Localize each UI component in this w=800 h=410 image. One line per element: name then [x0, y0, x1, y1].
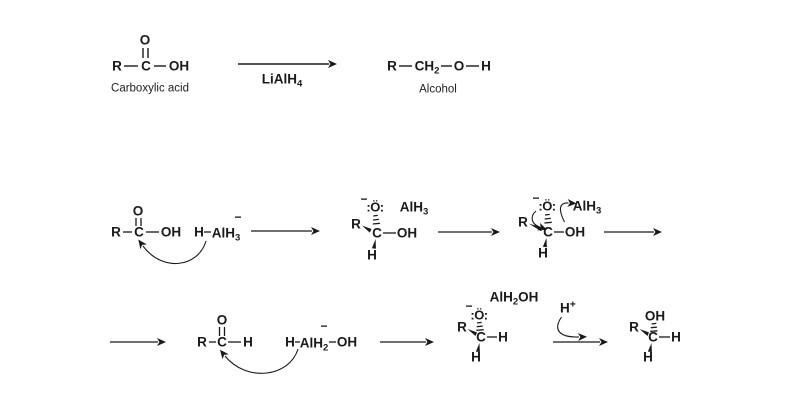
alkoxide-carbon: C	[476, 329, 486, 345]
acid-carbonyl-oxygen: O	[139, 32, 151, 48]
alcohol-oxygen: O	[453, 58, 465, 74]
acid-hydroxyl: OH	[160, 224, 182, 240]
positive-charge: +	[569, 298, 576, 311]
alh2oh-subscript: 2	[512, 296, 519, 308]
alkoxide-oxygen-lone-pairs: :Ö:	[538, 198, 556, 214]
product-r-group: R	[629, 319, 639, 335]
hydride-hydrogen: H	[194, 224, 204, 240]
acid-r-group: R	[112, 58, 122, 74]
alkoxide-oxygen-lone-pairs: :Ö:	[470, 307, 488, 323]
alh2-main: AlH	[299, 335, 323, 351]
aldehyde-carbon: C	[217, 334, 227, 350]
product-hydrogen-right: H	[671, 329, 681, 345]
alkoxide-oxygen-lone-pairs: :Ö:	[366, 199, 384, 215]
intermediate-hydrogen: H	[367, 247, 377, 263]
aldehyde-carbonyl-oxygen: O	[216, 312, 228, 328]
alcohol-ch2: CH2	[414, 58, 440, 77]
reagent-lialh4-label: LiAlH4	[261, 71, 303, 90]
intermediate-carbon: C	[543, 224, 553, 240]
product-hydrogen-bottom: H	[643, 349, 653, 365]
alh3-subscript: 3	[234, 232, 241, 244]
alh3-main: AlH	[399, 199, 423, 215]
intermediate-r-group: R	[351, 216, 361, 232]
ch2-subscript: 2	[434, 65, 440, 77]
acid-r-group: R	[111, 224, 121, 240]
alh2oh-oh: OH	[518, 289, 539, 305]
alh2oh-main: AlH	[489, 289, 513, 305]
aldehyde-hydrogen: H	[243, 334, 253, 350]
intermediate-carbon: C	[372, 225, 382, 241]
carboxylic-acid-label: Carboxylic acid	[111, 82, 189, 95]
alkoxide-hydrogen-bottom: H	[471, 349, 481, 365]
product-carbon: C	[648, 329, 658, 345]
negative-charge: −	[532, 191, 540, 205]
hydride-hydrogen: H	[285, 334, 295, 350]
intermediate-hydroxyl: OH	[396, 225, 418, 241]
alh3-main: AlH	[211, 225, 235, 241]
alh3-subscript: 3	[595, 205, 602, 217]
negative-charge: −	[320, 319, 328, 333]
hydride-hydroxyl: OH	[336, 334, 358, 350]
acid-carbon: C	[141, 58, 151, 74]
alh3-subscript: 3	[422, 206, 429, 218]
alcohol-r-group: R	[387, 58, 397, 74]
alkoxide-r-group: R	[457, 319, 467, 335]
alh3-leaving-label: AlH3	[399, 199, 429, 218]
intermediate-hydroxyl: OH	[564, 224, 586, 240]
alcohol-label: Alcohol	[419, 83, 457, 96]
alh3-main: AlH	[572, 198, 596, 214]
ch2-main: CH	[414, 58, 435, 74]
product-hydroxyl: OH	[644, 308, 666, 324]
alkoxide-hydrogen-right: H	[498, 329, 508, 345]
negative-charge: −	[234, 210, 242, 224]
alh3-leaving-label: AlH3	[572, 198, 602, 217]
intermediate-r-group: R	[518, 214, 528, 230]
alh2-subscript: 2	[322, 342, 329, 354]
acid-carbon: C	[134, 224, 144, 240]
alh2-group: AlH2	[299, 335, 329, 354]
proton-label: H+	[560, 298, 576, 316]
negative-charge: −	[360, 192, 368, 206]
alcohol-hydrogen: H	[481, 58, 491, 74]
intermediate-hydrogen: H	[538, 245, 548, 261]
aldehyde-r-group: R	[197, 334, 207, 350]
alh3-group: AlH3	[211, 225, 241, 244]
acid-carbonyl-oxygen: O	[132, 203, 144, 219]
alh2oh-leaving-label: AlH2OH	[489, 289, 539, 308]
reagent-subscript: 4	[296, 78, 303, 90]
proton-h: H	[560, 300, 570, 316]
negative-charge: −	[465, 299, 473, 313]
acid-hydroxyl: OH	[168, 58, 190, 74]
reagent-main: LiAlH	[261, 71, 297, 87]
